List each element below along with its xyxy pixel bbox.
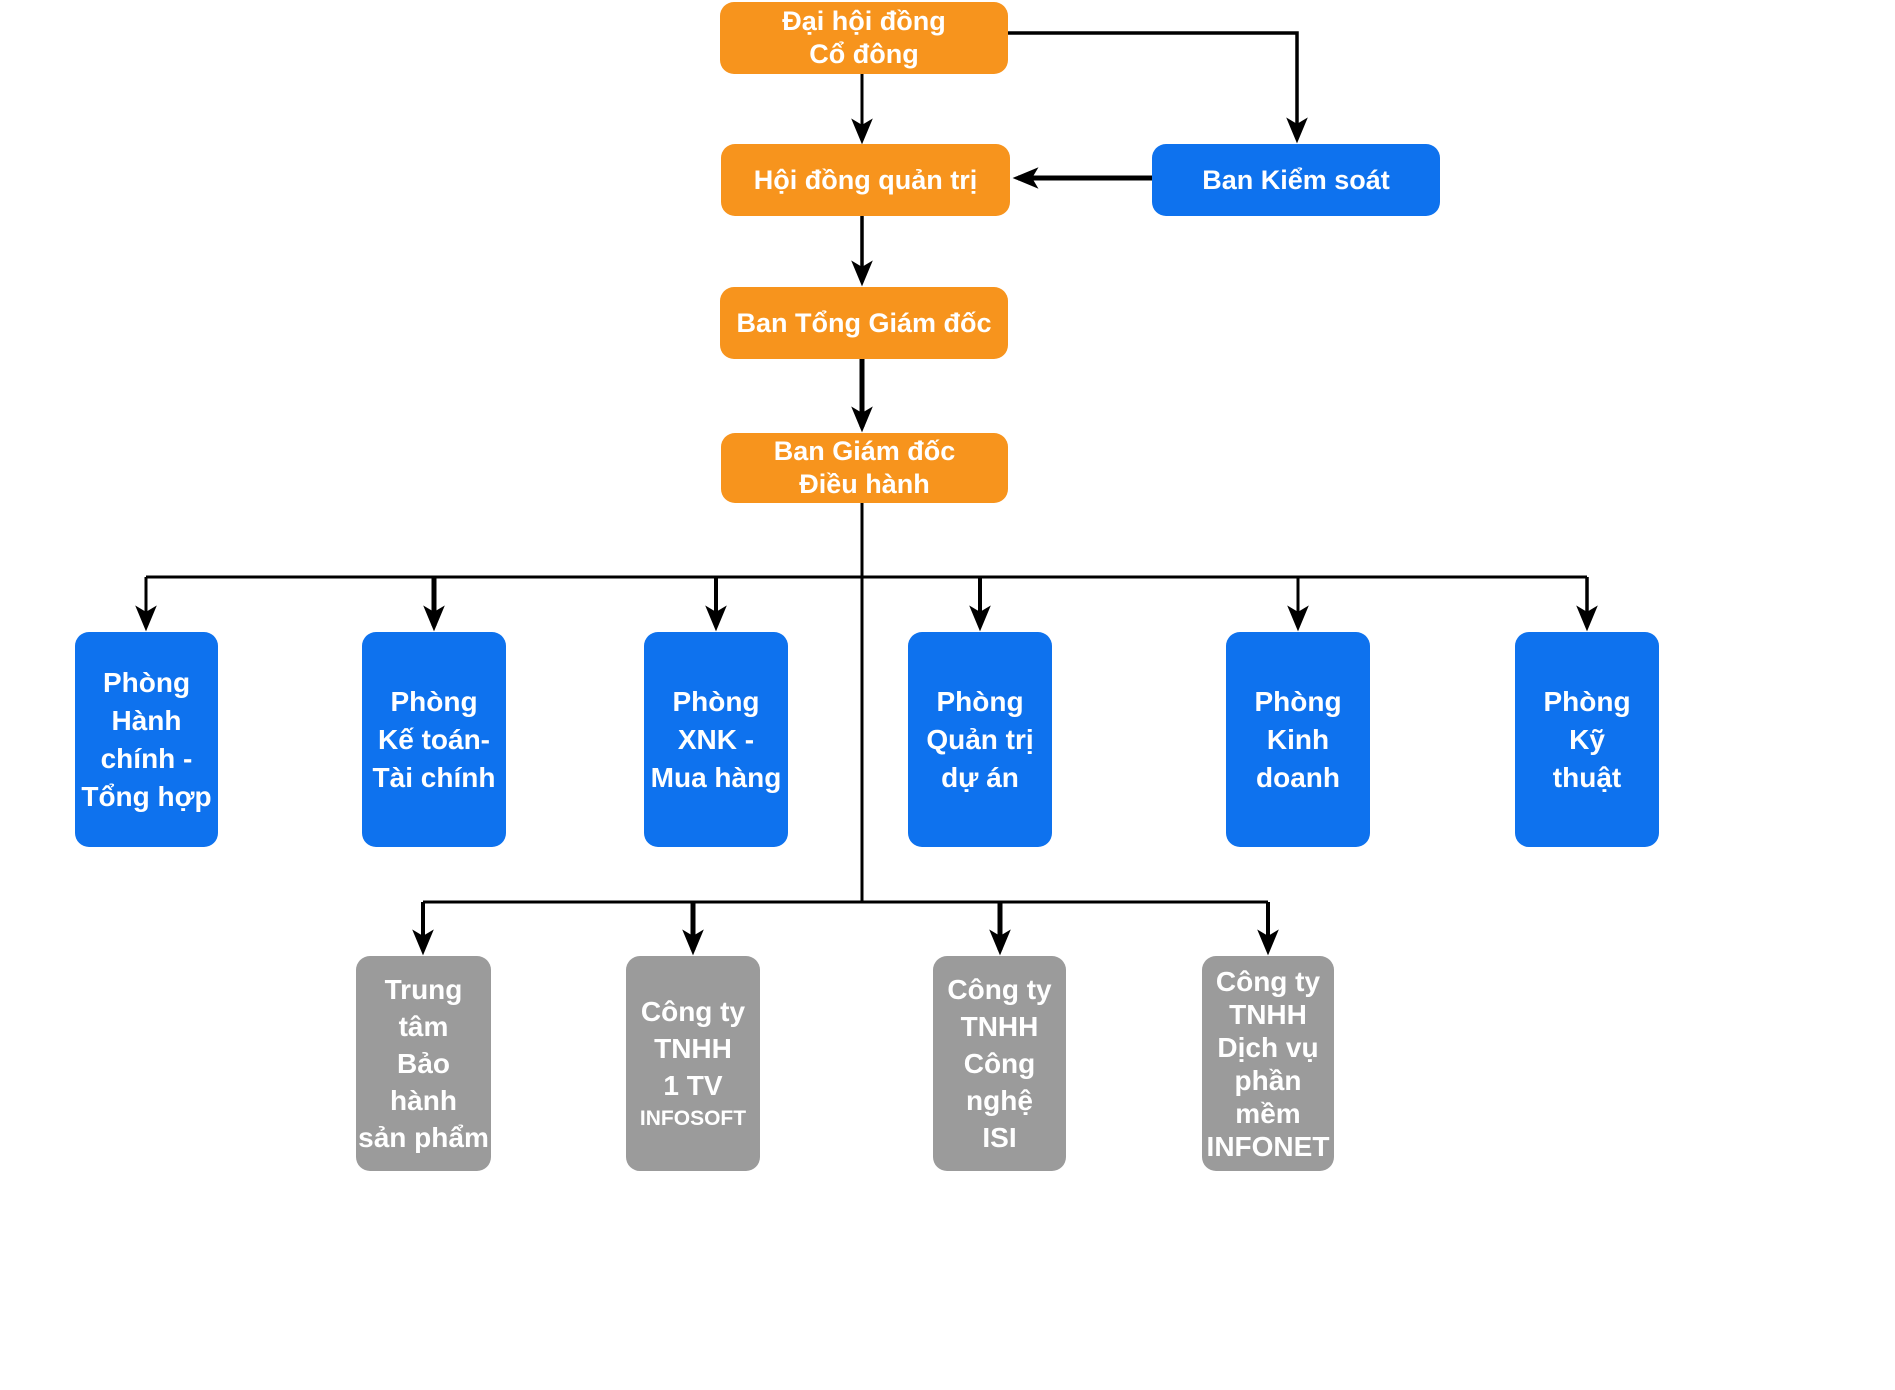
node-phong-hanh-chinh-tong-hop: Phòng Hành chính - Tổng hợp <box>75 632 218 847</box>
node-ban-tong-giam-doc: Ban Tổng Giám đốc <box>720 287 1008 359</box>
node-cong-ty-tnhh-dv-pm-infonet: Công ty TNHH Dịch vụ phần mềm INFONET <box>1202 956 1334 1171</box>
node-phong-xnk-mua-hang: Phòng XNK - Mua hàng <box>644 632 788 847</box>
node-phong-quan-tri-du-an: Phòng Quản trị dự án <box>908 632 1052 847</box>
arrow-daihoidong-to-bankiemsoat <box>1008 31 1308 144</box>
node-label: Công ty TNHH 1 TV <box>640 996 746 1101</box>
node-label: Ban Giám đốc Điều hành <box>773 436 956 499</box>
node-label: Trung tâm Bảo hành sản phẩm <box>358 974 489 1153</box>
node-hoi-dong-quan-tri: Hội đồng quản trị <box>721 144 1010 216</box>
node-phong-ke-toan-tai-chinh: Phòng Kế toán- Tài chính <box>362 632 506 847</box>
node-label: Phòng Kế toán- Tài chính <box>372 685 496 793</box>
node-label: Phòng Kinh doanh <box>1254 685 1342 793</box>
node-label: Phòng Quản trị dự án <box>926 685 1034 793</box>
node-phong-kinh-doanh: Phòng Kinh doanh <box>1226 632 1370 847</box>
node-label: Phòng XNK - Mua hàng <box>650 685 782 793</box>
node-label: Đại hội đồng Cổ đông <box>782 6 946 69</box>
node-label: Công ty TNHH Công nghệ ISI <box>947 974 1052 1153</box>
node-sub-label: INFOSOFT <box>639 1107 747 1130</box>
node-label: Ban Kiểm soát <box>1202 164 1390 195</box>
node-ban-giam-doc-dieu-hanh: Ban Giám đốc Điều hành <box>721 433 1008 503</box>
node-cong-ty-tnhh-cong-nghe-isi: Công ty TNHH Công nghệ ISI <box>933 956 1066 1171</box>
node-label: Công ty TNHH Dịch vụ phần mềm INFONET <box>1206 965 1330 1162</box>
node-label: Ban Tổng Giám đốc <box>736 307 992 338</box>
node-label-group: Công ty TNHH 1 TV INFOSOFT <box>640 993 746 1134</box>
node-cong-ty-tnhh-1tv-infosoft: Công ty TNHH 1 TV INFOSOFT <box>626 956 760 1171</box>
node-label: Phòng Hành chính - Tổng hợp <box>81 666 212 812</box>
node-dai-hoi-dong-co-dong: Đại hội đồng Cổ đông <box>720 2 1008 74</box>
node-trung-tam-bao-hanh-san-pham: Trung tâm Bảo hành sản phẩm <box>356 956 491 1171</box>
node-phong-ky-thuat: Phòng Kỹ thuật <box>1515 632 1659 847</box>
node-label: Hội đồng quản trị <box>753 164 978 195</box>
node-label: Phòng Kỹ thuật <box>1543 685 1631 793</box>
node-ban-kiem-soat: Ban Kiểm soát <box>1152 144 1440 216</box>
